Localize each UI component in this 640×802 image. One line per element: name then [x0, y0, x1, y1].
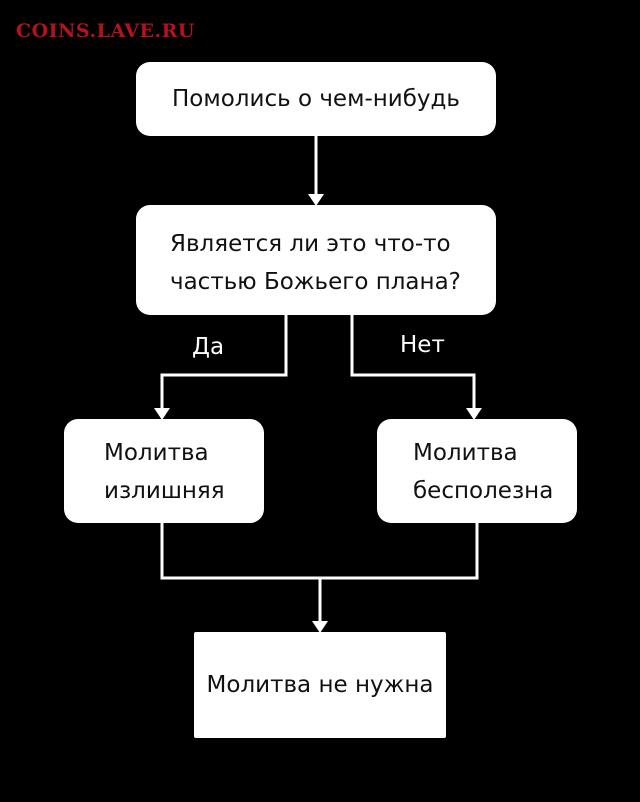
- start-node: Помолись о чем-нибудь: [136, 62, 496, 136]
- arrowhead-question: [308, 194, 324, 206]
- no-branch-label: Нет: [400, 332, 445, 358]
- end-node-text: Молитва не нужна: [206, 672, 434, 698]
- yes-result-node: Молитва излишняя: [64, 419, 264, 523]
- no-result-node: Молитва бесполезна: [377, 419, 577, 523]
- connector-yes-branch: [160, 315, 288, 412]
- connector-yes-to-merge: [160, 523, 320, 580]
- decision-line-1: Является ли это что-то: [170, 231, 451, 257]
- arrowhead-yes: [154, 408, 170, 420]
- yes-result-line-1: Молитва: [104, 440, 209, 466]
- decision-line-2: частью Божьего плана?: [170, 269, 461, 295]
- no-result-line-2: бесполезна: [413, 478, 554, 504]
- yes-branch-label: Да: [192, 334, 225, 360]
- watermark: COINS.LAVE.RU: [16, 20, 196, 42]
- connector-no-to-merge: [320, 523, 479, 580]
- arrowhead-no: [466, 408, 482, 420]
- yes-result-line-2: излишняя: [104, 478, 225, 504]
- start-node-text: Помолись о чем-нибудь: [172, 86, 460, 112]
- no-result-line-1: Молитва: [413, 440, 518, 466]
- decision-node: Является ли это что-то частью Божьего пл…: [136, 205, 496, 315]
- arrowhead-end: [312, 621, 328, 633]
- connector-no-branch: [350, 315, 476, 412]
- end-node: Молитва не нужна: [194, 632, 446, 738]
